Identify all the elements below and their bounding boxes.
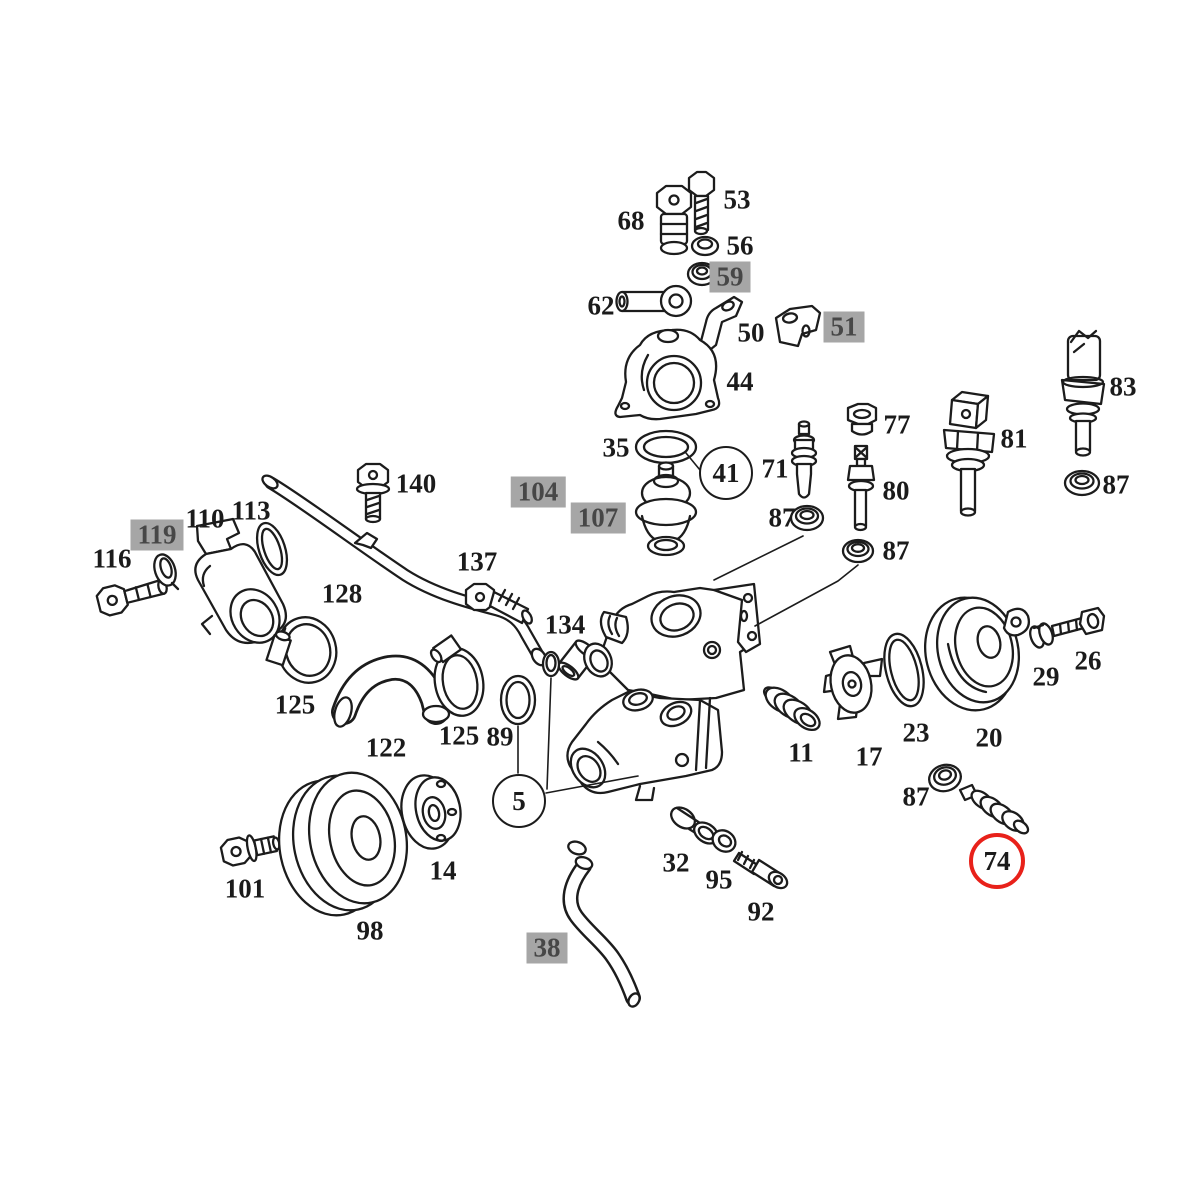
bolt-53-drawing (687, 170, 716, 236)
bolt-26-drawing (1050, 606, 1106, 638)
bushing-11-drawing (762, 686, 821, 732)
bolt-140-drawing (355, 462, 391, 524)
housing-44-drawing (614, 328, 721, 421)
part-label-113-24: 113 (231, 495, 271, 526)
sensor-71-drawing (790, 420, 818, 499)
part-label-92-38: 92 (747, 896, 775, 927)
part-label-87-14: 87 (882, 535, 910, 566)
oring-23-drawing (883, 632, 925, 708)
part-label-87-17: 87 (1102, 469, 1130, 500)
part-label-119-22: 119 (130, 519, 184, 551)
part-label-38-39: 38 (526, 932, 568, 964)
bracket-51-drawing (774, 304, 822, 348)
main-housing-assembly-drawing (566, 582, 762, 802)
part-label-137-26: 137 (456, 546, 498, 577)
part-label-125-28: 125 (274, 689, 316, 720)
part-label-71-10: 71 (761, 453, 789, 484)
part-label-74-47: 74 (969, 833, 1025, 889)
pulley-20-drawing (923, 596, 1031, 712)
part-label-26-45: 26 (1074, 645, 1102, 676)
part-label-128-25: 128 (321, 578, 363, 609)
nut-95-drawing (711, 829, 737, 853)
sensor-80-drawing (846, 444, 876, 532)
seal-87-left-drawing (789, 504, 825, 532)
bolt-92-drawing (732, 850, 789, 890)
thermostat-drawing (634, 461, 698, 557)
part-label-107-20: 107 (570, 502, 626, 534)
bracket-50-drawing (694, 295, 744, 355)
part-label-32-36: 32 (662, 847, 690, 878)
plug-77-drawing (846, 402, 878, 436)
part-label-101-33: 101 (224, 873, 266, 904)
leader-lines (517, 452, 859, 794)
part-label-11-40: 11 (788, 737, 814, 768)
bolt-137-drawing (464, 582, 533, 625)
part-label-50-5: 50 (737, 317, 765, 348)
part-label-140-18: 140 (395, 468, 437, 499)
part-label-110-23: 110 (185, 503, 225, 534)
part-label-125-30: 125 (438, 720, 480, 751)
part-label-35-8: 35 (602, 432, 630, 463)
part-label-29-44: 29 (1032, 661, 1060, 692)
seal-119-drawing (153, 553, 180, 591)
part-label-68-0: 68 (617, 205, 645, 236)
banjo-fitting-62-drawing (615, 284, 693, 318)
seal-87-mid-drawing (841, 538, 875, 564)
oring-89-drawing (499, 674, 537, 726)
part-label-83-16: 83 (1109, 371, 1137, 402)
part-label-51-6: 51 (823, 311, 865, 343)
part-label-14-35: 14 (429, 855, 457, 886)
part-label-5-32: 5 (492, 774, 546, 828)
part-label-80-12: 80 (882, 475, 910, 506)
washer-29-drawing (1029, 622, 1054, 649)
part-label-116-21: 116 (92, 543, 132, 574)
bushing-32-drawing (670, 806, 719, 845)
part-label-44-7: 44 (726, 366, 754, 397)
part-label-122-29: 122 (365, 732, 407, 763)
part-label-56-2: 56 (726, 230, 754, 261)
part-label-89-31: 89 (486, 721, 514, 752)
hose-122-drawing (331, 654, 451, 728)
part-label-104-19: 104 (510, 476, 566, 508)
part-label-81-15: 81 (1000, 423, 1028, 454)
sensor-81-drawing (942, 390, 996, 517)
part-label-20-43: 20 (975, 722, 1003, 753)
washer-56-drawing (690, 235, 720, 257)
part-label-41-9: 41 (699, 446, 753, 500)
hose-38-drawing (562, 840, 641, 1008)
part-label-87-46: 87 (902, 781, 930, 812)
seal-87-bottom-drawing (928, 763, 962, 793)
part-label-134-27: 134 (544, 609, 586, 640)
sensor-83-drawing (1060, 329, 1106, 457)
bolt-116-drawing (95, 578, 168, 617)
part-label-53-1: 53 (723, 184, 751, 215)
sensor-74-drawing (958, 783, 1030, 835)
part-label-77-11: 77 (883, 409, 911, 440)
seal-87-right-drawing (1063, 469, 1101, 497)
part-label-62-4: 62 (587, 290, 615, 321)
part-label-59-3: 59 (709, 261, 751, 293)
part-label-95-37: 95 (705, 864, 733, 895)
clamp-125-right-drawing (429, 634, 485, 717)
pulley-98-drawing (277, 771, 409, 917)
part-label-98-34: 98 (356, 915, 384, 946)
bolt-68-drawing (655, 184, 693, 256)
part-label-87-13: 87 (768, 502, 796, 533)
pump-17-drawing (822, 644, 884, 721)
part-label-17-41: 17 (855, 741, 883, 772)
flange-14-drawing (400, 774, 462, 850)
housing-110-drawing (194, 517, 288, 645)
oring-113-drawing (255, 521, 289, 577)
clamp-125-left-drawing (265, 616, 338, 684)
part-label-23-42: 23 (902, 717, 930, 748)
